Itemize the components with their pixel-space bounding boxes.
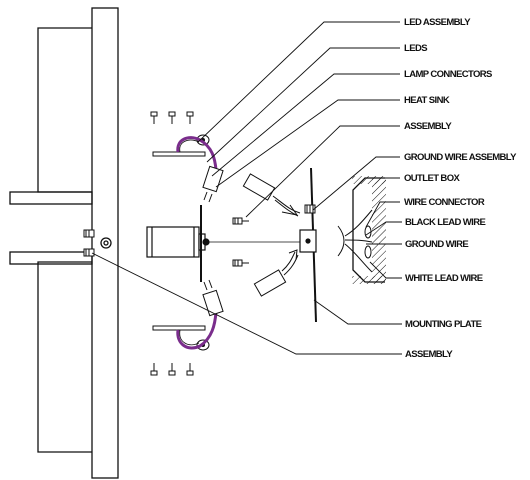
bottom-screws bbox=[150, 363, 194, 376]
label-assembly-bottom: ASSEMBLY bbox=[405, 349, 453, 360]
outlet-wires bbox=[337, 209, 373, 273]
label-assembly-top: ASSEMBLY bbox=[404, 121, 452, 132]
label-heat-sink: HEAT SINK bbox=[404, 95, 450, 106]
label-ground-wire: GROUND WIRE bbox=[405, 239, 468, 250]
lamp-connector-plugs bbox=[242, 173, 301, 297]
mounting-plate bbox=[299, 167, 317, 323]
callout-labels: LED ASSEMBLY LEDS LAMP CONNECTORS HEAT S… bbox=[404, 17, 518, 360]
install-arrows bbox=[281, 204, 299, 261]
label-mounting-plate: MOUNTING PLATE bbox=[405, 319, 482, 330]
label-wire-connector: WIRE CONNECTOR bbox=[404, 197, 485, 208]
heat-sink bbox=[146, 205, 210, 282]
leader-lines bbox=[91, 21, 402, 355]
label-black-lead-wire: BLACK LEAD WIRE bbox=[405, 217, 485, 228]
top-screws bbox=[150, 111, 194, 124]
frame-screw bbox=[83, 229, 95, 257]
label-leds: LEDS bbox=[404, 43, 427, 54]
led-assembly-bottom bbox=[152, 279, 224, 351]
led-assembly-top bbox=[152, 134, 224, 203]
middle-screws bbox=[232, 217, 249, 267]
fixture-frame bbox=[9, 7, 119, 479]
label-lamp-connectors: LAMP CONNECTORS bbox=[404, 69, 492, 80]
ground-screw bbox=[304, 204, 316, 214]
label-outlet-box: OUTLET BOX bbox=[404, 173, 460, 184]
label-white-lead-wire: WHITE LEAD WIRE bbox=[405, 273, 483, 284]
label-ground-wire-assembly: GROUND WIRE ASSEMBLY bbox=[404, 152, 517, 163]
label-led-assembly: LED ASSEMBLY bbox=[404, 17, 471, 28]
